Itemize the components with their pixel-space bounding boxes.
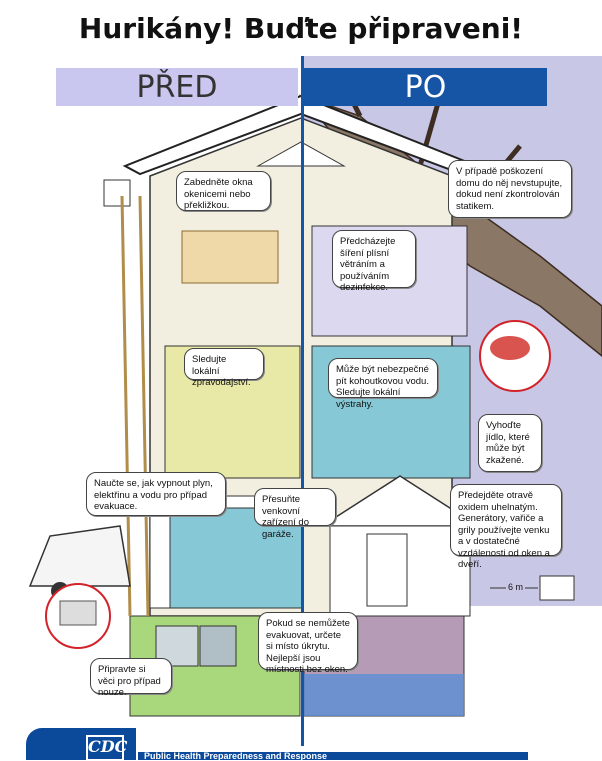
callout-damage: V případě poškození domu do něj nevstupu… [448, 160, 572, 218]
callout-local-news: Sledujte lokální zpravodajství. [184, 348, 264, 388]
cdc-logo [26, 728, 136, 760]
callout-utilities: Naučte se, jak vypnout plyn, elektřinu a… [86, 472, 226, 516]
callout-co-poisoning: Předejděte otravě oxidem uhelnatým. Gene… [450, 484, 562, 570]
distance-label: 6 m [506, 582, 526, 592]
callout-board-windows: Zabedněte okna okenicemi nebo překližkou… [176, 171, 271, 211]
footer-program: Public Health Preparedness and Response [138, 752, 528, 760]
callout-shelter: Pokud se nemůžete evakuovat, určete si m… [258, 612, 358, 675]
after-panel-label: PO [304, 68, 547, 106]
callout-spoiled-food: Vyhoďte jídlo, které může být zkažené. [478, 414, 542, 472]
callout-move-equipment: Přesuňte venkovní zařízení do garáže. [254, 488, 336, 540]
before-panel-label: PŘED [56, 68, 298, 106]
callout-tap-water: Může být nebezpečné pít kohoutkovou vodu… [328, 358, 438, 410]
cdc-wordmark: CDC [86, 735, 127, 761]
panel-divider [301, 56, 304, 746]
house-illustration: PŘED PO Zabedněte okna okenicemi nebo př… [0, 56, 602, 760]
callout-emergency-supplies: Připravte si věci pro případ nouze. [90, 658, 172, 698]
page-title: Hurikány! Buďte připraveni! [0, 0, 602, 58]
callout-mold: Předcházejte šíření plísní větráním a po… [332, 230, 416, 293]
